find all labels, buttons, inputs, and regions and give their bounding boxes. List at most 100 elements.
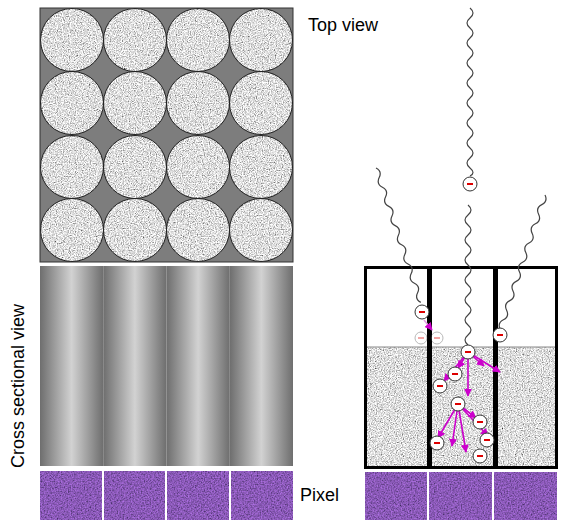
- column-outlines: [41, 9, 293, 262]
- graphic-part: [41, 72, 104, 135]
- electron: [473, 415, 487, 429]
- column-top: [167, 136, 230, 199]
- xray-waves: [376, 8, 546, 345]
- graphic-part: [480, 433, 494, 447]
- top-view-frame: [40, 8, 293, 262]
- electron-faded: [431, 332, 443, 344]
- column-top: [230, 72, 293, 135]
- xray-wave: [499, 195, 546, 329]
- graphic-part: [104, 136, 167, 199]
- column-side: [167, 266, 230, 466]
- scintillator-fill: [366, 347, 556, 467]
- graphic-part: [104, 72, 167, 135]
- graphic-part: [418, 337, 424, 339]
- column-top: [167, 199, 230, 262]
- column-top: [104, 9, 167, 72]
- graphic-part: [473, 415, 487, 429]
- cross-section-columns: [40, 266, 293, 466]
- detail-cross-section: [366, 267, 557, 468]
- graphic-part: [167, 199, 230, 262]
- column-top: [41, 72, 104, 135]
- detector-frame: [366, 268, 557, 468]
- graphic-part: [493, 328, 507, 342]
- graphic-part: [451, 397, 465, 411]
- graphic-part: [452, 373, 458, 375]
- electrons: [415, 177, 507, 463]
- electron: [433, 379, 447, 393]
- view-label: Pixel: [300, 486, 339, 506]
- graphic-part: [497, 334, 503, 336]
- axis-label: Cross sectional view: [9, 304, 29, 468]
- graphic-part: [430, 436, 444, 450]
- graphic-part: [431, 332, 443, 344]
- graphic-part: [230, 9, 293, 72]
- graphic-part: [434, 442, 440, 444]
- pixel: [494, 472, 557, 520]
- graphic-part: [455, 403, 461, 405]
- column-top: [167, 72, 230, 135]
- column-top: [230, 199, 293, 262]
- graphic-part: [433, 379, 447, 393]
- graphic-part: [419, 311, 425, 313]
- pixel: [104, 471, 165, 520]
- graphic-part: [230, 136, 293, 199]
- column-top: [104, 199, 167, 262]
- column-top: [230, 136, 293, 199]
- graphic-part: [448, 367, 462, 381]
- graphic-part: [41, 136, 104, 199]
- graphic-part: [434, 337, 440, 339]
- pixel: [365, 472, 427, 520]
- xray-wave: [376, 168, 421, 302]
- column-side: [40, 266, 103, 466]
- column-side: [230, 266, 293, 466]
- column-side: [103, 266, 166, 466]
- graphic-part: [167, 136, 230, 199]
- electron-faded: [415, 332, 427, 344]
- light-arrows: [424, 320, 500, 452]
- graphic-part: [415, 305, 429, 319]
- view-label: Top view: [308, 16, 378, 36]
- light-arrow: [424, 320, 432, 330]
- electron: [493, 328, 507, 342]
- pixel: [167, 471, 229, 520]
- graphic-part: [465, 351, 471, 353]
- graphic-part: [437, 385, 443, 387]
- electron: [448, 367, 462, 381]
- graphic-part: [467, 183, 473, 185]
- column-top: [104, 136, 167, 199]
- graphic-part: [104, 9, 167, 72]
- scintillator: [366, 347, 427, 467]
- electron: [461, 345, 475, 359]
- pixel-row-left: [40, 471, 293, 520]
- pixel: [429, 472, 492, 520]
- column-top: [41, 9, 104, 72]
- graphic-part: [230, 72, 293, 135]
- scintillator: [498, 347, 556, 467]
- scintillator-top-edge: [366, 347, 556, 348]
- top-view: [40, 8, 293, 262]
- graphic-part: [230, 199, 293, 262]
- graphic-part: [477, 455, 483, 457]
- graphic-part: [167, 9, 230, 72]
- graphic-part: [104, 199, 167, 262]
- column-top: [230, 9, 293, 72]
- graphic-part: [477, 421, 483, 423]
- xray-wave: [467, 8, 473, 176]
- graphic-part: [463, 177, 477, 191]
- column-top: [104, 72, 167, 135]
- column-top: [41, 199, 104, 262]
- separator-wall: [427, 267, 432, 467]
- electron: [480, 433, 494, 447]
- electron: [451, 397, 465, 411]
- pixel: [231, 471, 293, 520]
- pixel-row-right: [365, 472, 557, 520]
- pixel: [40, 471, 102, 520]
- column-top: [41, 136, 104, 199]
- graphic-part: [167, 72, 230, 135]
- scintillator-columns-top: [41, 9, 293, 262]
- xray-wave: [465, 205, 471, 345]
- graphic-part: [461, 345, 475, 359]
- graphic-part: [484, 439, 490, 441]
